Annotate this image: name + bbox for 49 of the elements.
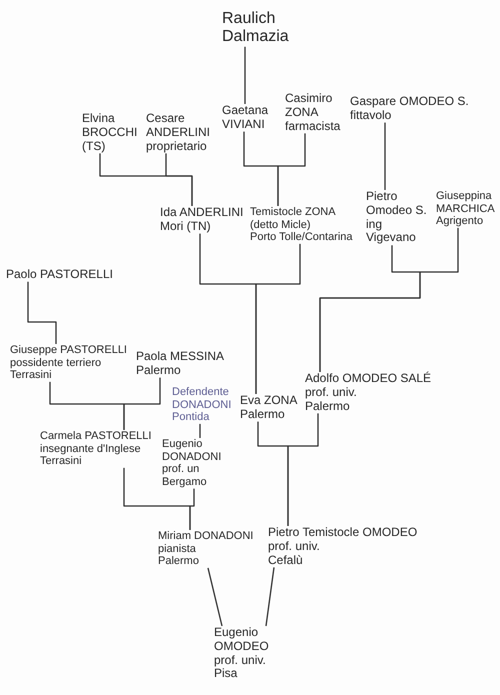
- person-details: prof. un Bergamo: [162, 463, 208, 489]
- person-name: Temistocle ZONA (detto Micle): [250, 206, 336, 232]
- person-name: Elvina BROCCHI: [82, 112, 138, 140]
- person-name: Gaspare OMODEO S.: [350, 95, 469, 109]
- connector-line: [287, 413, 319, 526]
- person-details: ing Vigevano: [366, 218, 417, 246]
- person-details: fittavolo: [350, 108, 392, 123]
- person-name: Raulich: [222, 10, 276, 28]
- connector-line: [199, 424, 201, 438]
- person-details: Porto Tolle/Contarina: [250, 231, 353, 244]
- person-name: Giuseppe PASTORELLI: [10, 344, 127, 357]
- person-name: Paolo PASTORELLI: [6, 268, 113, 282]
- person-name: Adolfo OMODEO SALÉ: [305, 372, 432, 386]
- person-details: Pontida: [172, 411, 210, 424]
- connector-line: [244, 46, 246, 104]
- connector-line: [255, 244, 301, 394]
- person-name: Paola MESSINA: [136, 350, 224, 364]
- person-details: prof. univ. Cefalù: [268, 540, 321, 568]
- connector-line: [27, 282, 57, 344]
- person-name: Defendente DONADONI: [172, 386, 232, 412]
- connector-line: [319, 228, 459, 372]
- connector-line: [165, 153, 193, 206]
- person-details: insegnante d'Inglese Terrasini: [40, 442, 142, 468]
- person-name: Pietro Omodeo S.: [366, 190, 428, 218]
- person-name: Eva ZONA: [240, 394, 298, 408]
- person-name: Miriam DONADONI: [158, 530, 254, 543]
- person-details: prof. univ. Pisa: [214, 654, 267, 682]
- person-details: Palermo: [136, 364, 181, 378]
- person-details: proprietario: [146, 140, 207, 154]
- person-details: Mori (TN): [160, 220, 211, 234]
- person-name: Giuseppina MARCHICA: [436, 190, 496, 216]
- person-details: farmacista: [285, 120, 340, 134]
- connector-line: [265, 567, 275, 626]
- connector-line: [277, 133, 306, 206]
- person-details: (TS): [82, 140, 106, 154]
- person-details: Dalmazia: [222, 28, 289, 47]
- person-details: pianista Palermo: [158, 542, 200, 568]
- person-details: Palermo: [240, 408, 285, 422]
- person-details: prof. univ. Palermo: [305, 386, 358, 414]
- person-name: Gaetana VIVIANI: [222, 104, 270, 132]
- connector-line: [123, 378, 161, 430]
- connector-line: [207, 568, 223, 626]
- person-details: Agrigento: [436, 215, 484, 228]
- person-details: possidente terriero Terrasini: [10, 356, 102, 382]
- person-name: Carmela PASTORELLI: [40, 430, 152, 443]
- connector-line: [384, 122, 386, 190]
- person-name: Ida ANDERLINI: [160, 206, 244, 220]
- connector-line: [189, 488, 195, 530]
- person-name: Pietro Temistocle OMODEO: [268, 526, 418, 540]
